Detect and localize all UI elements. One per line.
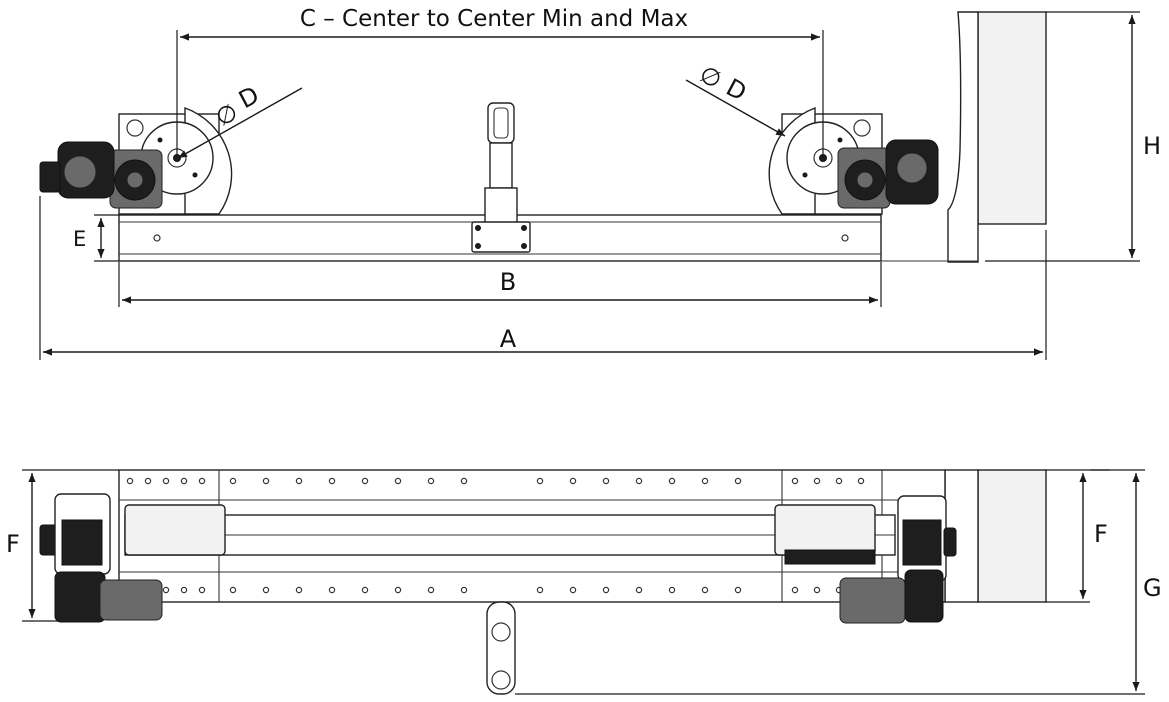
mounting-hole xyxy=(635,586,643,594)
dimension-h: H xyxy=(985,11,1161,262)
mounting-hole xyxy=(361,586,369,594)
mounting-hole xyxy=(162,477,170,485)
mounting-hole xyxy=(668,586,676,594)
top-plan-view: F F G xyxy=(6,469,1162,695)
mounting-hole xyxy=(126,477,134,485)
base-beam xyxy=(118,214,978,262)
mounting-hole xyxy=(460,477,468,485)
mounting-hole xyxy=(813,477,821,485)
mounting-hole xyxy=(229,477,237,485)
mounting-hole xyxy=(668,477,676,485)
dimension-f-right-label: F xyxy=(1094,520,1108,548)
mounting-hole xyxy=(394,477,402,485)
right-gear-motor xyxy=(837,139,939,209)
dimension-c-label: C – Center to Center Min and Max xyxy=(300,6,688,32)
mounting-hole xyxy=(295,477,303,485)
dimension-a: A xyxy=(39,196,1047,360)
dimension-f-left-label: F xyxy=(6,530,20,558)
mounting-hole xyxy=(262,477,270,485)
dimension-c: C – Center to Center Min and Max xyxy=(176,6,824,158)
dimension-d-left-label: D xyxy=(234,81,263,114)
dimension-b: B xyxy=(118,262,882,307)
mounting-hole xyxy=(635,477,643,485)
dimension-d-right-label: D xyxy=(722,73,751,106)
dimension-b-label: B xyxy=(500,268,516,296)
mounting-hole xyxy=(734,586,742,594)
end-plate-top xyxy=(977,469,1047,603)
center-post xyxy=(471,102,531,253)
mounting-hole xyxy=(162,586,170,594)
mounting-hole xyxy=(569,477,577,485)
mounting-hole xyxy=(394,586,402,594)
left-motor-top xyxy=(39,493,163,623)
mounting-hole xyxy=(701,477,709,485)
dimension-h-label: H xyxy=(1143,132,1161,160)
mounting-hole xyxy=(791,477,799,485)
mounting-hole xyxy=(198,586,206,594)
dimension-f-right: F xyxy=(1046,469,1110,603)
mounting-hole xyxy=(734,477,742,485)
hole-row-bottom xyxy=(126,586,865,594)
mounting-hole xyxy=(328,586,336,594)
mounting-hole xyxy=(701,586,709,594)
end-plate-side xyxy=(947,11,1047,263)
right-motor-top xyxy=(839,495,957,624)
dimension-e-label: E xyxy=(73,227,86,251)
mounting-hole xyxy=(295,586,303,594)
mounting-hole xyxy=(262,586,270,594)
dimension-g-label: G xyxy=(1143,574,1162,602)
dimension-g: G xyxy=(515,469,1162,695)
mounting-hole xyxy=(180,586,188,594)
mounting-hole xyxy=(536,586,544,594)
mounting-hole xyxy=(813,586,821,594)
mounting-hole xyxy=(460,586,468,594)
dimension-e: E xyxy=(73,214,119,262)
mounting-hole xyxy=(144,477,152,485)
mounting-hole xyxy=(791,586,799,594)
main-frame-top xyxy=(118,469,946,603)
mounting-hole xyxy=(536,477,544,485)
left-gear-motor xyxy=(39,141,163,209)
dimension-f-left: F xyxy=(6,469,119,622)
mounting-hole xyxy=(427,586,435,594)
mounting-hole xyxy=(602,477,610,485)
mounting-hole xyxy=(427,477,435,485)
mounting-hole xyxy=(857,477,865,485)
hole-row-top xyxy=(126,477,865,485)
dimension-d-right: ∅ D xyxy=(685,60,786,137)
mounting-hole xyxy=(361,477,369,485)
center-bracket-top xyxy=(486,601,516,695)
mounting-hole xyxy=(835,477,843,485)
mounting-hole xyxy=(180,477,188,485)
dimension-a-label: A xyxy=(500,325,517,353)
side-elevation-view: C – Center to Center Min and Max ∅ D ∅ D… xyxy=(39,6,1161,360)
mounting-hole xyxy=(602,586,610,594)
mounting-hole xyxy=(569,586,577,594)
mounting-hole xyxy=(328,477,336,485)
diameter-symbol-right: ∅ xyxy=(695,60,727,95)
mounting-hole xyxy=(198,477,206,485)
mounting-hole xyxy=(229,586,237,594)
